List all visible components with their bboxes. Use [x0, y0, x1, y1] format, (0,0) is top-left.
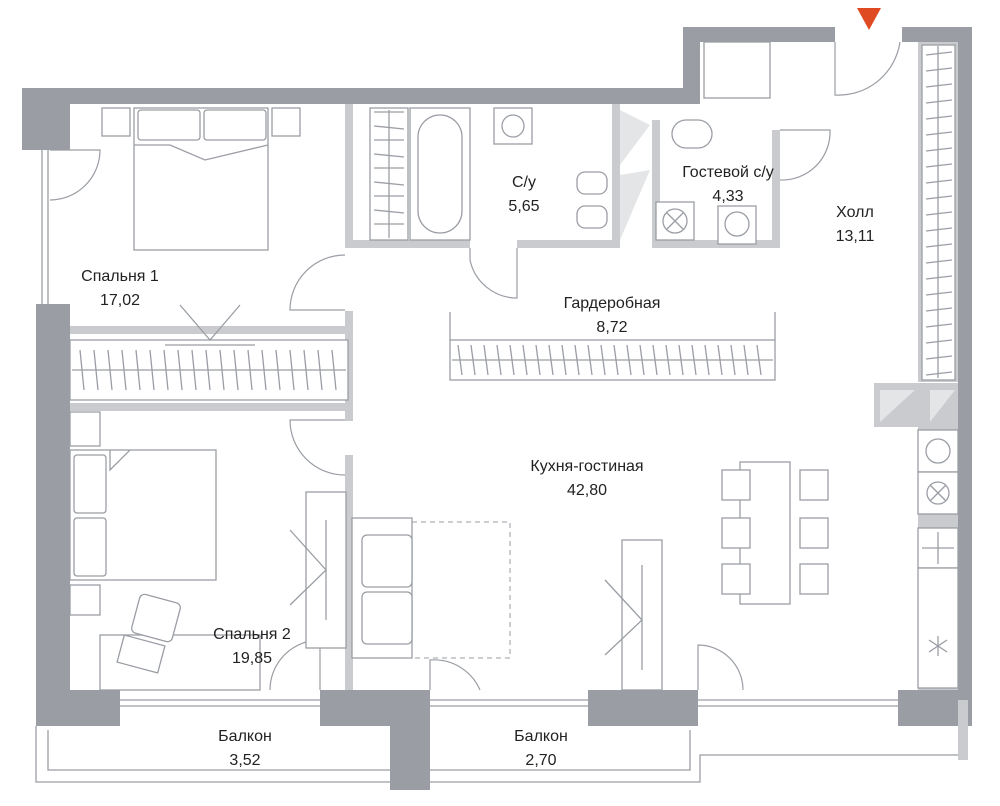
- hanger-mark: [925, 179, 953, 184]
- room-name-bedroom-1: Спальня 1: [81, 268, 159, 285]
- hanger-mark: [925, 147, 953, 152]
- hanger-mark: [925, 307, 953, 312]
- hanger-mark: [925, 211, 953, 216]
- hanger-mark: [925, 163, 953, 168]
- hanger-mark: [925, 323, 953, 328]
- hanger-mark: [925, 291, 953, 296]
- outer-walls: [22, 27, 972, 790]
- room-area-kitchen-living: 42,80: [567, 482, 607, 499]
- room-area-balcony-2: 2,70: [525, 752, 556, 769]
- hanger-mark: [925, 195, 953, 200]
- hanger-mark: [925, 355, 953, 360]
- room-labels: Спальня 1 17,02 С/у 5,65 Гостевой с/у 4,…: [81, 164, 874, 769]
- room-name-wardrobe: Гардеробная: [564, 295, 661, 312]
- room-area-hall: 13,11: [836, 228, 875, 245]
- hanger-mark: [925, 275, 953, 280]
- hanger-mark: [925, 371, 953, 376]
- hanger-mark: [925, 115, 953, 120]
- room-area-bedroom-1: 17,02: [100, 292, 140, 309]
- hanger-mark: [925, 259, 953, 264]
- room-name-balcony-1: Балкон: [218, 728, 272, 745]
- room-name-balcony-2: Балкон: [514, 728, 568, 745]
- room-name-bedroom-2: Спальня 2: [213, 626, 291, 643]
- windows: [41, 150, 898, 707]
- hanger-mark: [925, 243, 953, 248]
- room-name-hall: Холл: [836, 204, 874, 221]
- balconies: [35, 726, 958, 783]
- room-area-bathroom: 5,65: [508, 198, 539, 215]
- hanger-mark: [925, 131, 953, 136]
- hanger-mark: [925, 51, 953, 56]
- hanger-mark: [925, 99, 953, 104]
- room-name-bathroom: С/у: [512, 174, 536, 191]
- room-area-bedroom-2: 19,85: [232, 650, 272, 667]
- room-area-wardrobe: 8,72: [596, 319, 627, 336]
- room-area-guest-bathroom: 4,33: [712, 188, 743, 205]
- room-area-balcony-1: 3,52: [229, 752, 260, 769]
- hanger-mark: [925, 83, 953, 88]
- hanger-mark: [925, 227, 953, 232]
- room-name-guest-bathroom: Гостевой с/у: [682, 164, 774, 181]
- furniture: [69, 41, 959, 691]
- entrance-arrow-icon: [857, 8, 881, 30]
- doors: [49, 41, 901, 691]
- room-name-kitchen-living: Кухня-гостиная: [530, 458, 643, 475]
- hanger-mark: [925, 339, 953, 344]
- hanger-mark: [925, 67, 953, 72]
